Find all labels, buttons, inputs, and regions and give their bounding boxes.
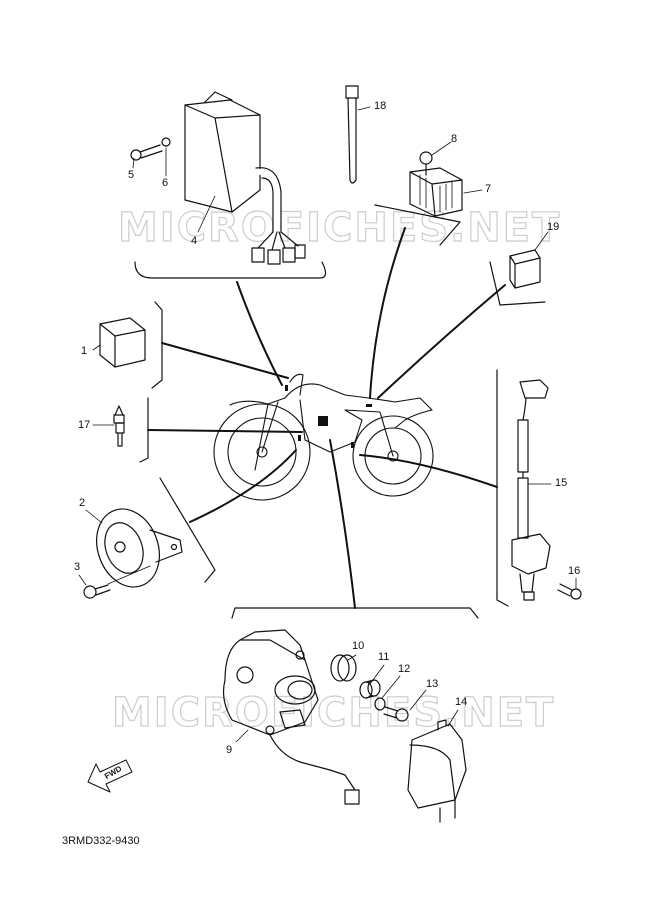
- bracket-top-left: [134, 261, 327, 279]
- callout-10: 10: [352, 640, 365, 652]
- motorcycle-outline: [213, 373, 434, 501]
- watermark-top: MICROFICHES.NET: [117, 204, 562, 251]
- switch-17-drawing: [113, 405, 125, 447]
- bolt-13-drawing: [383, 706, 409, 722]
- rectifier-drawing: [409, 167, 463, 217]
- leader-15: [359, 454, 498, 488]
- bracket-left-1: [151, 301, 163, 389]
- callout-16: 16: [568, 565, 581, 577]
- washer-6-drawing: [161, 137, 171, 147]
- collar-11-drawing: [359, 679, 381, 699]
- leader-1: [161, 342, 289, 379]
- bolt-3-drawing: [83, 565, 151, 599]
- leader-7: [369, 227, 406, 399]
- callout-15: 15: [555, 477, 568, 489]
- callout-18: 18: [374, 100, 387, 112]
- switch-assembly-9-drawing: [222, 629, 360, 805]
- callout-4: 4: [191, 235, 198, 247]
- cover-14-drawing: [407, 719, 467, 823]
- washer-12-drawing: [374, 697, 386, 711]
- bracket-right-15: [496, 369, 509, 607]
- callout-1: 1: [81, 345, 88, 357]
- callout-14: 14: [455, 696, 468, 708]
- diagram-code: 3RMD332-9430: [62, 835, 140, 847]
- callout-9: 9: [226, 744, 233, 756]
- callout-7: 7: [485, 183, 492, 195]
- watermark-bottom: MICROFICHES.NET: [111, 689, 556, 736]
- screw-16-drawing: [557, 583, 582, 600]
- bracket-top-right: [374, 204, 461, 246]
- callout-6: 6: [162, 177, 169, 189]
- sensor-15-drawing: [511, 379, 551, 601]
- grommet-10-drawing: [330, 654, 357, 682]
- screw-5-drawing: [130, 144, 163, 161]
- fwd-arrow: [87, 759, 133, 793]
- callout-11: 11: [378, 651, 390, 663]
- bracket-right-19: [489, 261, 546, 306]
- horn-drawing: [96, 508, 183, 588]
- callout-12: 12: [398, 663, 411, 675]
- cdi-unit-drawing: [184, 91, 306, 265]
- relay-1-drawing: [99, 317, 146, 368]
- callout-8: 8: [451, 133, 458, 145]
- leader-19: [377, 284, 506, 399]
- bracket-left-17: [139, 397, 149, 463]
- cable-tie-drawing: [345, 85, 359, 184]
- screw-8-drawing: [419, 151, 433, 176]
- leader-17: [147, 429, 303, 433]
- bracket-bottom: [231, 607, 479, 619]
- bracket-left-horn: [159, 477, 216, 583]
- callout-3: 3: [74, 561, 81, 573]
- callout-19: 19: [547, 221, 560, 233]
- callout-5: 5: [128, 169, 135, 181]
- leader-9: [329, 439, 356, 609]
- callout-2: 2: [79, 497, 86, 509]
- relay-19-drawing: [509, 249, 541, 289]
- callout-13: 13: [426, 678, 439, 690]
- callout-17: 17: [78, 419, 91, 431]
- leader-horn: [189, 449, 297, 523]
